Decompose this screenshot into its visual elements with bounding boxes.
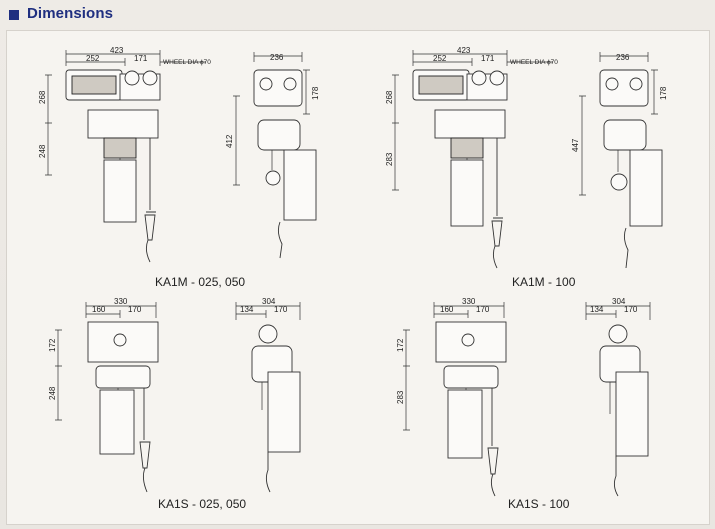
view-ka1s-100: 330 160 170 172 283 304 134 170 KA1S - 1… [396,297,651,511]
side-view [233,52,317,259]
side-width-right: 170 [624,305,638,314]
front-width-total: 423 [457,46,471,55]
side-view [235,302,301,493]
view-ka1m-100: 423 252 171 WHEEL DIA ϕ70 268 283 [385,46,668,289]
front-width-left: 160 [440,305,454,314]
front-height-bottom: 283 [396,390,405,404]
front-wheel-note: WHEEL DIA ϕ70 [510,59,558,66]
front-height-top: 172 [396,338,405,352]
side-width-right: 170 [274,305,288,314]
front-view [55,302,159,493]
front-height-bottom: 248 [48,386,57,400]
front-height-top: 268 [385,90,394,104]
front-height-bottom: 248 [38,144,47,158]
view-ka1s-025-050: 330 160 170 172 248 304 134 170 KA1S - 0… [48,297,301,511]
front-height-bottom: 283 [385,152,394,166]
side-view-dimensions: 236 178 447 [571,53,668,152]
front-wheel-note: WHEEL DIA ϕ70 [163,59,211,66]
front-width-total: 330 [114,297,128,306]
view-ka1m-025-050: 423 252 171 WHEEL DIA ϕ70 268 248 [38,46,320,289]
side-view-dimensions: 304 134 170 [240,297,288,314]
bullet-square-icon [9,10,19,20]
front-width-left: 252 [433,54,447,63]
side-width-left: 134 [240,305,254,314]
side-width-top: 236 [270,53,284,62]
side-height-left: 412 [225,134,234,148]
side-height-right: 178 [311,86,320,100]
front-width-left: 160 [92,305,106,314]
model-label: KA1M - 025, 050 [155,275,245,289]
side-width-top: 236 [616,53,630,62]
front-width-right: 170 [476,305,490,314]
front-width-right: 171 [481,54,495,63]
side-view-dimensions: 304 134 170 [590,297,638,314]
model-label: KA1M - 100 [512,275,576,289]
model-label: KA1S - 025, 050 [158,497,246,511]
front-view [403,302,507,497]
side-width-total: 304 [262,297,276,306]
side-view [585,302,651,497]
front-width-left: 252 [86,54,100,63]
front-width-right: 171 [134,54,148,63]
front-view-dimensions: 330 160 170 172 283 [396,297,490,404]
front-width-total: 330 [462,297,476,306]
front-view [392,50,553,269]
model-label: KA1S - 100 [508,497,570,511]
section-title: Dimensions [27,5,114,22]
side-view [579,52,663,269]
front-height-top: 172 [48,338,57,352]
side-width-left: 134 [590,305,604,314]
front-width-right: 170 [128,305,142,314]
side-width-total: 304 [612,297,626,306]
front-view-dimensions: 423 252 171 WHEEL DIA ϕ70 268 283 [385,46,558,166]
front-height-top: 268 [38,90,47,104]
front-view [45,50,206,263]
side-height-left: 447 [571,138,580,152]
front-view-dimensions: 330 160 170 172 248 [48,297,142,400]
section-header: Dimensions [0,0,715,28]
side-height-right: 178 [659,86,668,100]
front-view-dimensions: 423 252 171 WHEEL DIA ϕ70 268 248 [38,46,211,158]
front-width-total: 423 [110,46,124,55]
side-view-dimensions: 236 178 412 [225,53,320,148]
